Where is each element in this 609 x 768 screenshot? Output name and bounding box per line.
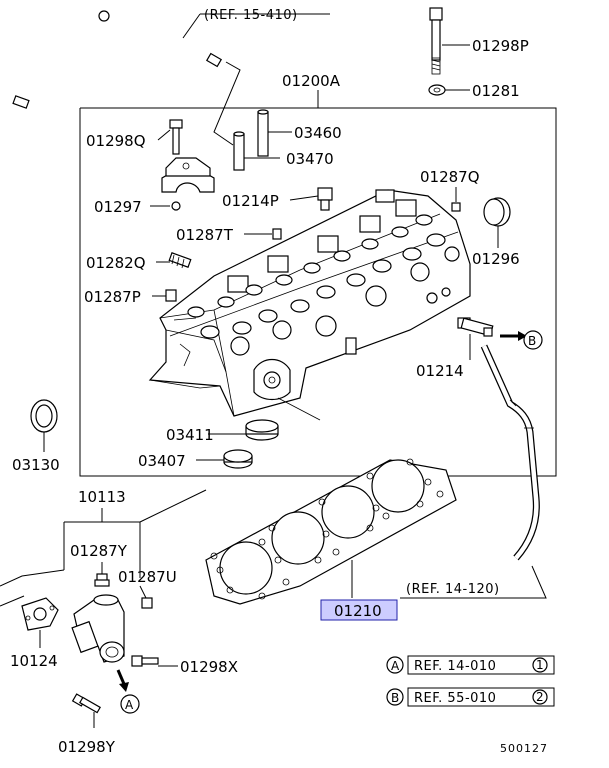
label-01297: 01297 [94,198,142,216]
ring-03407-icon [223,449,253,469]
label-01296: 01296 [472,250,520,268]
plug-01287Y-icon [94,573,110,587]
label-01287U: 01287U [118,568,177,586]
arrow-marker-b: B [528,334,536,348]
pin-03470-icon [233,131,245,171]
label-01287Y: 01287Y [70,542,128,560]
legend-ref-b: B REF. 55-010 2 [386,687,555,707]
label-01287P: 01287P [84,288,141,306]
label-03130: 03130 [12,456,60,474]
legend-a-num: 1 [536,658,544,672]
bolt-01298Q-icon [169,119,183,155]
label-03460: 03460 [294,124,342,142]
head-gasket-icon [205,458,457,605]
label-01298X: 01298X [180,658,238,676]
water-outlet-icon [71,594,125,663]
legend-b-ref: REF. 55-010 [414,691,496,706]
label-01282Q: 01282Q [86,254,146,272]
ref-label-top: (REF. 15-410) [204,8,298,23]
label-01214P: 01214P [222,192,279,210]
plug-01287U-icon [141,597,153,609]
nozzle-01214P-icon [317,187,333,211]
label-01298Q: 01298Q [86,132,146,150]
legend-b-num: 2 [536,690,544,704]
label-01200A: 01200A [282,72,341,90]
assembly-frame [79,107,557,477]
oil-hose-upper [12,10,223,117]
label-03407: 03407 [138,452,186,470]
label-03470: 03470 [286,150,334,168]
diagram-code: 500127 [500,742,548,755]
label-01214: 01214 [416,362,464,380]
label-01281: 01281 [472,82,520,100]
label-10113: 10113 [78,488,126,506]
label-01298Y: 01298Y [58,738,116,756]
legend-b-letter: B [391,691,399,705]
cylinder-head-icon [148,189,471,417]
label-03411: 03411 [166,426,214,444]
label-01298P: 01298P [472,37,529,55]
pin-03460-icon [257,109,269,157]
plug-01287Q-icon [451,202,461,212]
stud-01282Q-icon [168,252,192,269]
bolt-01298P-icon [429,7,443,75]
label-01287T: 01287T [176,226,234,244]
bolt-01298Y-icon [71,693,101,714]
cam-cap-icon [161,157,215,193]
bolt-01298X-icon [131,655,159,667]
seal-03130-icon [30,399,58,433]
label-01210-highlight [320,599,398,621]
arrow-marker-a: A [125,698,134,712]
ring-03411-icon [245,419,279,441]
ref-label-right: (REF. 14-120) [406,582,500,597]
legend-ref-a: A REF. 14-010 1 [386,655,555,675]
legend-a-ref: REF. 14-010 [414,659,496,674]
gasket-10124-icon [21,597,59,631]
fuel-hose-lower [480,344,540,561]
plug-01287P-icon [165,289,177,302]
label-01287Q: 01287Q [420,168,480,186]
label-01210: 01210 [334,602,382,620]
legend-a-letter: A [391,659,400,673]
plug-01287T-icon [272,228,282,240]
label-10124: 10124 [10,652,58,670]
washer-01281-icon [428,84,446,96]
cap-01296-icon [483,197,511,227]
fitting-01214-icon [457,317,494,337]
